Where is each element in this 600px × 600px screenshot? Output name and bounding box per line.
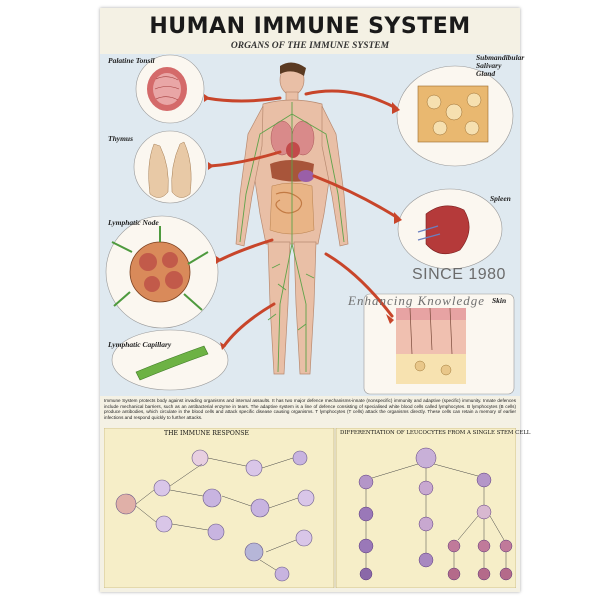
lymph-capillary-diagram xyxy=(111,329,229,391)
hair xyxy=(280,62,306,76)
salivary-gland-diagram xyxy=(396,65,514,167)
immune-response-title: THE IMMUNE RESPONSE xyxy=(164,430,250,437)
skin-diagram xyxy=(363,293,515,395)
chart-subtitle: ORGANS OF THE IMMUNE SYSTEM xyxy=(230,41,390,51)
lymph-node-label: Lymphatic Node xyxy=(108,218,159,227)
differentiation-title: DIFFERENTIATION OF LEUCOCYTES FROM A SIN… xyxy=(340,430,531,436)
intro-paragraph: Immune System protects body against inva… xyxy=(104,398,516,420)
leucocyte-cells xyxy=(358,447,513,581)
connector-arrows xyxy=(204,89,400,348)
tonsil-diagram xyxy=(135,54,205,124)
thymus-label: Thymus xyxy=(108,134,134,143)
lymphatic-vessels xyxy=(239,102,345,373)
immune-system-chart: HUMAN IMMUNE SYSTEM ORGANS OF THE IMMUNE… xyxy=(100,8,530,592)
lower-illustration xyxy=(104,428,516,588)
lower-panels: THE IMMUNE RESPONSE DIFFERENTIATION OF L… xyxy=(104,428,530,588)
immune-response-arrows xyxy=(135,457,299,571)
spleen-diagram xyxy=(397,188,503,270)
skin-label: Skin xyxy=(492,296,507,305)
thymus-diagram xyxy=(133,130,207,204)
chart-title: HUMAN IMMUNE SYSTEM xyxy=(149,14,471,39)
organs-panel: Palatine Tonsil Thymus Lymphatic Node Ly… xyxy=(100,53,525,396)
tonsil-label: Palatine Tonsil xyxy=(108,56,155,65)
spleen-label: Spleen xyxy=(490,194,511,203)
salivary-gland-label: Submandibular Salivary Gland xyxy=(476,53,525,78)
lymph-node-diagram xyxy=(105,215,219,329)
lymph-capillary-label: Lymphatic Capillary xyxy=(108,340,172,349)
arrow-heads xyxy=(204,94,402,350)
watermark-since: SINCE 1980 xyxy=(412,266,506,283)
watermark-tagline: Enhancing Knowledge xyxy=(348,293,486,308)
organs-illustration xyxy=(105,54,515,395)
leucocyte-arrows xyxy=(365,463,507,568)
